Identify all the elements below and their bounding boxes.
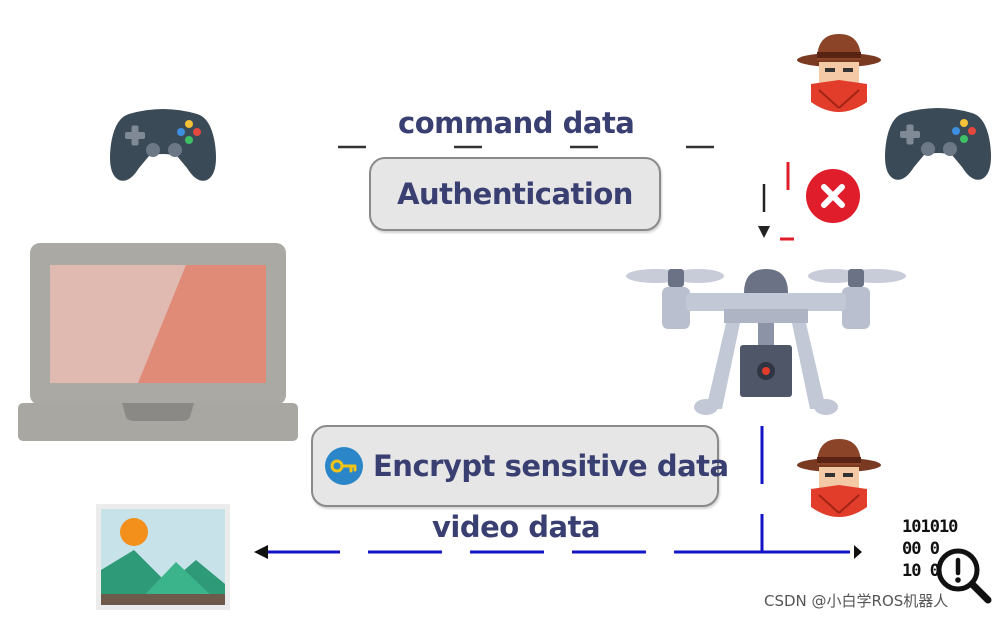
authentication-box: Authentication (369, 157, 661, 231)
encrypt-box: Encrypt sensitive data (311, 425, 729, 507)
hacker-icon (797, 34, 881, 112)
binary-row: 10 0 (902, 561, 940, 581)
key-icon (325, 447, 363, 485)
magnifier-icon (936, 548, 992, 604)
laptop-icon (18, 243, 298, 441)
drone-icon (626, 269, 906, 415)
binary-magnifier-icon: 101010 00 0 10 0 (902, 516, 994, 608)
command-data-label: command data (398, 106, 635, 140)
watermark: CSDN @小白学ROS机器人 (764, 592, 949, 610)
authentication-label: Authentication (397, 177, 633, 211)
command-link-line (338, 145, 714, 149)
image-icon (96, 504, 230, 610)
blocked-attack-arrow (758, 162, 794, 241)
encrypt-label: Encrypt sensitive data (373, 449, 729, 483)
gamepad-icon (110, 109, 216, 181)
binary-row: 00 0 (902, 539, 940, 559)
hacker-icon (797, 439, 881, 517)
binary-row: 101010 (902, 517, 958, 537)
gamepad-icon (885, 108, 991, 180)
x-circle-icon (806, 169, 860, 223)
video-data-label: video data (432, 510, 601, 544)
video-link-line (254, 426, 862, 559)
